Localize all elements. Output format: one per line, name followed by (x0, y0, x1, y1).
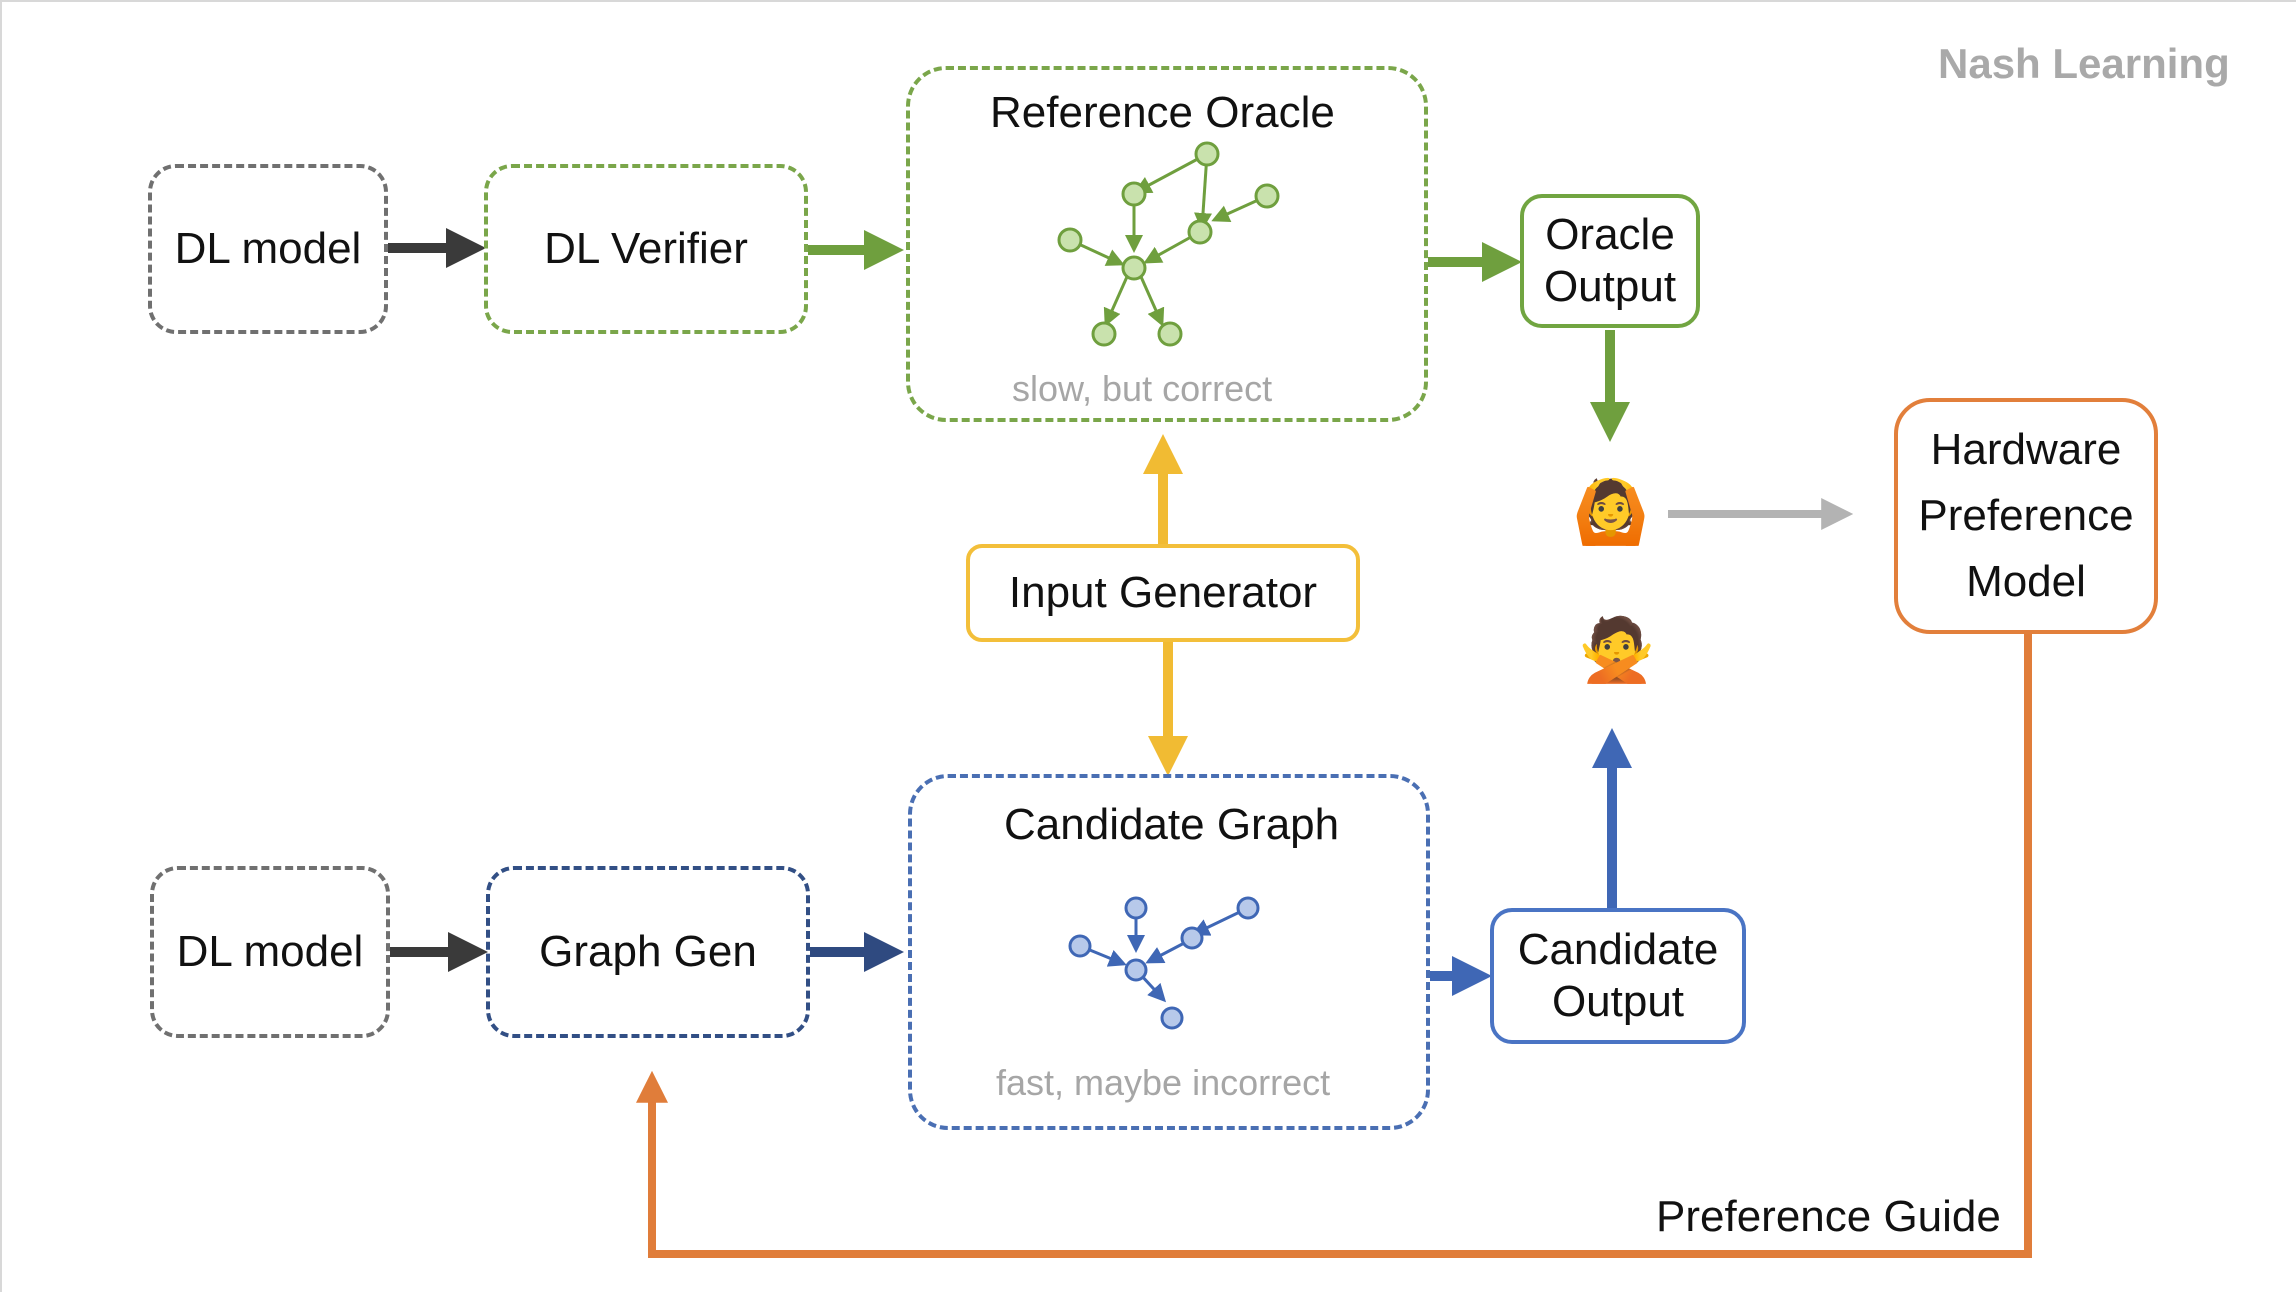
candidate-graph-title: Candidate Graph (1004, 800, 1340, 849)
candidate-graph-icon (1068, 896, 1260, 1030)
dl-model-box-top: DL model (148, 164, 388, 334)
oracle-output-line-1: Oracle (1545, 210, 1675, 260)
preference-model-line-1: Hardware (1930, 425, 2122, 474)
dl-verifier-label: DL Verifier (544, 224, 748, 274)
oracle-output-line-2: Output (1543, 262, 1677, 311)
reject-gesture-icon: 🙅 (1578, 616, 1656, 685)
reference-oracle-note: slow, but correct (1012, 368, 1273, 409)
dl-model-label-bottom: DL model (176, 927, 364, 977)
reference-oracle-title: Reference Oracle (990, 88, 1335, 137)
arrow-preference-guide-loop (636, 634, 2032, 1258)
candidate-graph-note: fast, maybe incorrect (996, 1062, 1331, 1103)
dl-model-label-top: DL model (174, 224, 362, 274)
accept-gesture-icon: 🙆 (1572, 478, 1650, 547)
input-generator-box: Input Generator (966, 544, 1360, 642)
graph-gen-box: Graph Gen (486, 866, 810, 1038)
candidate-graph-box (908, 774, 1430, 1130)
dl-verifier-box: DL Verifier (484, 164, 808, 334)
input-generator-label: Input Generator (1008, 568, 1318, 618)
reference-oracle-box (906, 66, 1428, 422)
preference-model-line-3: Model (1966, 557, 2086, 606)
preference-guide-label: Preference Guide (1656, 1192, 2001, 1241)
candidate-output-line-2: Output (1551, 977, 1685, 1026)
candidate-output-box: Candidate Output (1490, 908, 1746, 1044)
frame-border-left (0, 0, 2, 1292)
oracle-output-box: Oracle Output (1520, 194, 1700, 328)
frame-border-top (0, 0, 2296, 2)
graph-gen-label: Graph Gen (539, 927, 757, 977)
brand-label: Nash Learning (1938, 40, 2230, 87)
candidate-output-line-1: Candidate (1517, 925, 1719, 975)
oracle-graph-icon (1057, 141, 1280, 347)
dl-model-box-bottom: DL model (150, 866, 390, 1038)
hardware-preference-model-box: Hardware Preference Model (1894, 398, 2158, 634)
preference-model-line-2: Preference (1918, 491, 2134, 540)
